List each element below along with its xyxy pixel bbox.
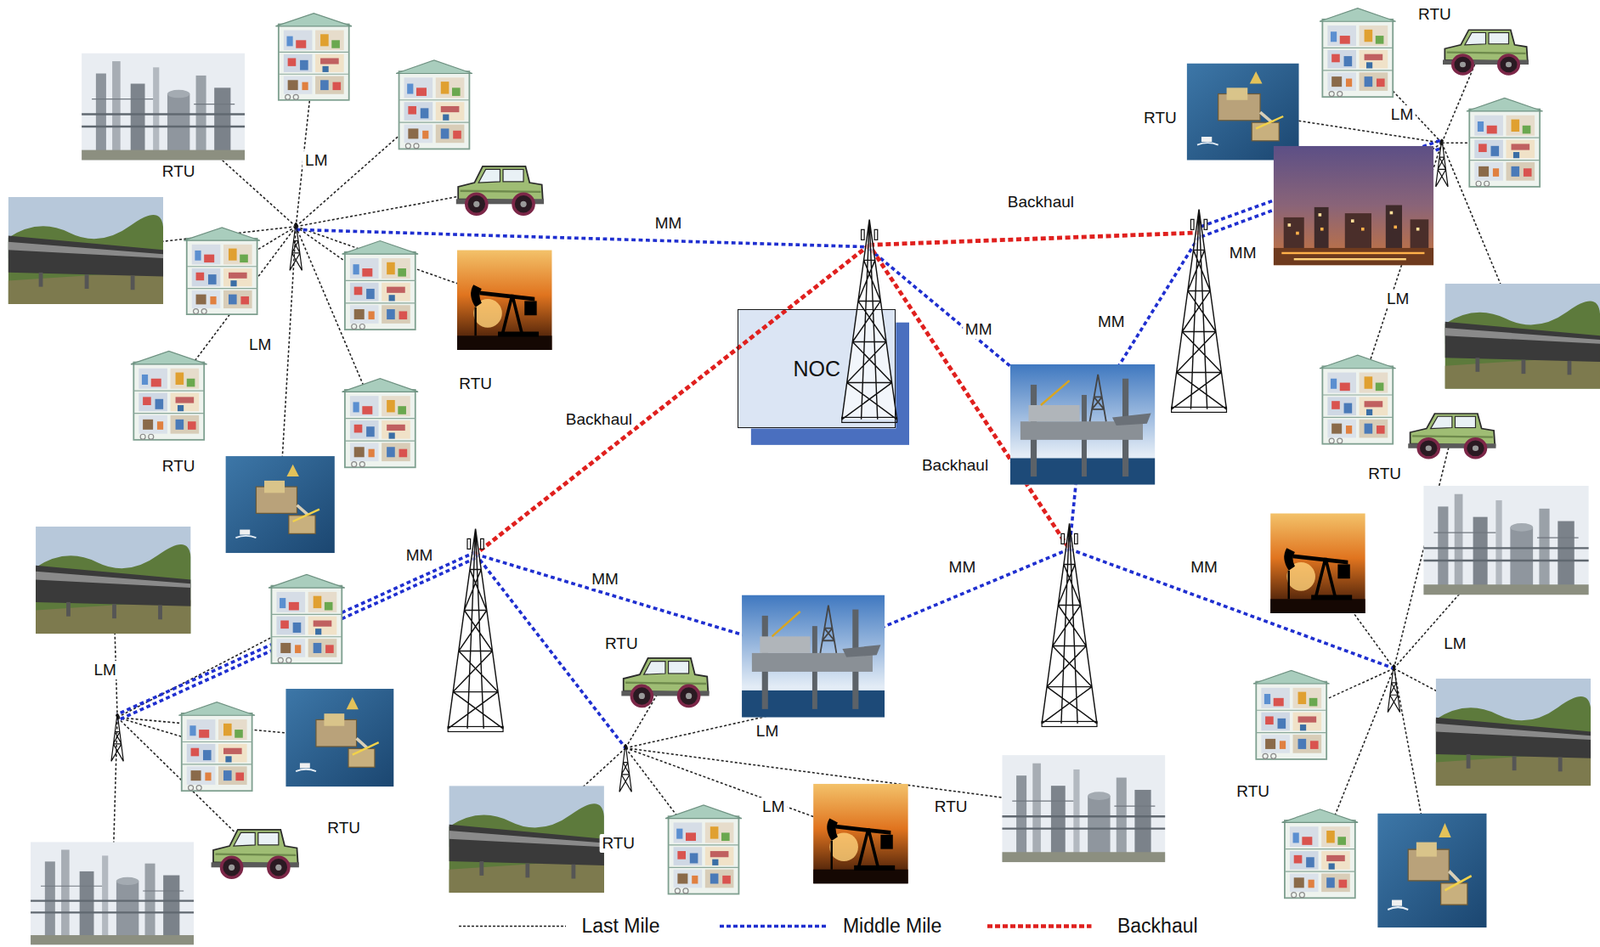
network-label: RTU (1365, 464, 1404, 484)
backbone-tower (447, 528, 504, 732)
network-label: Backhaul (919, 456, 991, 475)
refinery-icon (30, 842, 194, 945)
access-tower (1436, 138, 1448, 187)
building-icon (130, 350, 208, 441)
pipeline-icon (1444, 283, 1600, 390)
legend-line (458, 926, 566, 928)
network-label: MM (652, 214, 685, 233)
network-label: MM (403, 547, 436, 566)
offshore-platform-icon (285, 689, 394, 787)
network-label: RTU (456, 374, 495, 394)
legend-line (987, 924, 1092, 929)
pumpjack-icon (813, 784, 909, 885)
refinery-icon (1001, 755, 1165, 863)
legend-sample (987, 921, 1092, 932)
network-label: RTU (1415, 5, 1454, 24)
drilling-rig-icon (741, 594, 885, 718)
network-label: LM (302, 151, 330, 170)
site-icons (8, 8, 1600, 946)
network-label: RTU (602, 634, 641, 654)
backbone-tower (842, 219, 898, 423)
network-label: RTU (324, 819, 363, 838)
network-label: LM (759, 797, 787, 817)
network-label: LM (753, 722, 781, 741)
last-mile-lines (85, 40, 1523, 894)
industrial-city-icon (1273, 146, 1435, 266)
network-label: MM (1095, 313, 1128, 333)
network-label: RTU (159, 457, 198, 476)
network-label: RTU (159, 162, 198, 181)
pipeline-icon (35, 526, 192, 634)
building-icon (178, 702, 255, 792)
building-icon (1319, 355, 1397, 445)
building-icon (275, 13, 352, 101)
building-icon (268, 574, 345, 664)
offshore-platform-icon (225, 456, 334, 554)
building-icon (1466, 97, 1544, 187)
truck-icon (621, 658, 709, 707)
network-label: LM (246, 335, 274, 355)
network-label: Backhaul (563, 410, 635, 430)
middle-mile-line (117, 140, 1442, 749)
backbone-tower (1041, 523, 1097, 727)
network-label: RTU (1141, 108, 1180, 128)
network-label: RTU (932, 797, 971, 817)
access-tower (1387, 664, 1400, 713)
building-icon (341, 378, 419, 469)
access-tower (619, 744, 632, 792)
legend-item: Middle Mile (719, 915, 943, 939)
truck-icon (1442, 29, 1529, 74)
network-label: Backhaul (1005, 192, 1077, 212)
building-icon (341, 241, 419, 331)
building-icon (665, 805, 742, 895)
network-label: LM (1384, 289, 1412, 309)
network-label: MM (962, 320, 996, 340)
network-label: LM (1388, 105, 1416, 125)
network-label: RTU (599, 834, 638, 854)
noc-box: NOC (737, 309, 896, 430)
pumpjack-icon (1270, 513, 1366, 614)
network-label: LM (90, 661, 119, 680)
backhaul-line (475, 232, 1199, 555)
legend-text: Middle Mile (842, 915, 942, 939)
building-icon (395, 60, 473, 150)
access-tower (289, 222, 302, 271)
offshore-platform-icon (1377, 814, 1487, 929)
truck-icon (211, 830, 300, 878)
building-icon (1281, 809, 1358, 899)
refinery-icon (1423, 486, 1589, 596)
legend-item: Backhaul (987, 915, 1198, 939)
pipeline-icon (1436, 678, 1592, 786)
network-label: MM (588, 570, 622, 589)
towers (111, 138, 1448, 792)
legend-item: Last Mile (458, 915, 660, 939)
drilling-rig-icon (1010, 364, 1156, 486)
legend-text: Last Mile (581, 915, 660, 939)
pumpjack-icon (457, 249, 553, 351)
building-icon (1319, 8, 1397, 98)
network-label: MM (946, 558, 979, 577)
offshore-platform-icon (1187, 62, 1300, 160)
building-icon (183, 227, 261, 315)
network-label: MM (1187, 558, 1221, 577)
legend-text: Backhaul (1117, 915, 1199, 939)
pipeline-icon (8, 197, 164, 305)
pipeline-icon (448, 785, 605, 894)
building-icon (1253, 670, 1330, 760)
network-label: MM (1226, 243, 1260, 263)
legend-sample (458, 921, 566, 932)
truck-icon (1407, 413, 1496, 458)
node-label: NOC (793, 356, 842, 382)
access-tower (111, 713, 124, 762)
backbone-tower (1171, 209, 1227, 413)
refinery-icon (81, 52, 245, 160)
truck-icon (456, 166, 544, 215)
legend-line (719, 925, 827, 929)
network-label: LM (1441, 634, 1469, 654)
legend-sample (719, 921, 827, 932)
network-label: RTU (1233, 782, 1273, 802)
